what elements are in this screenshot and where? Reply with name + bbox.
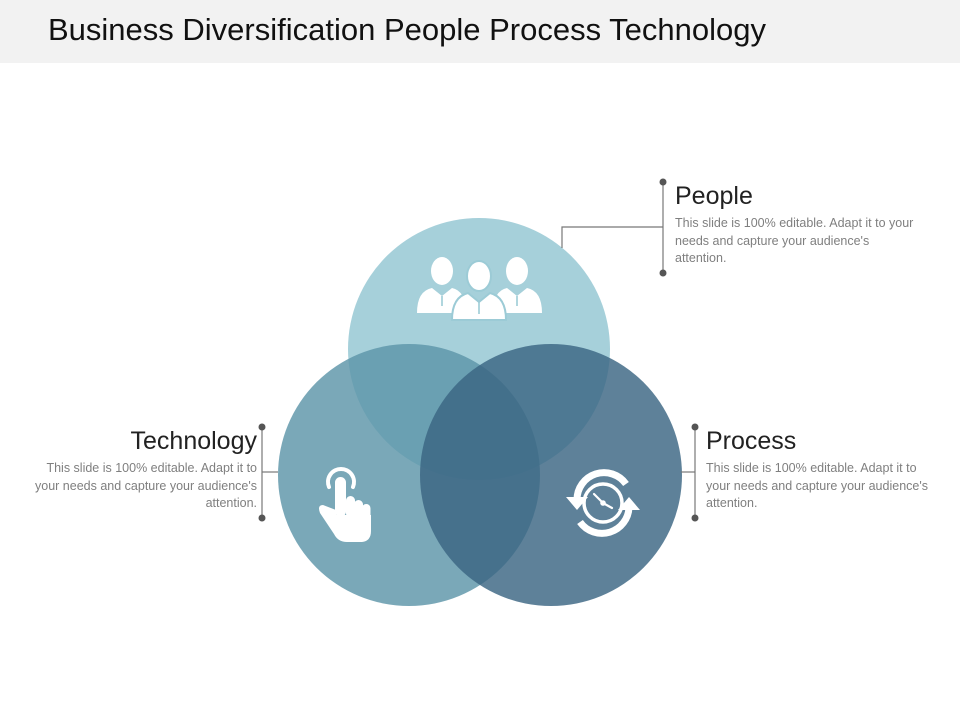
page-title: Business Diversification People Process … [48, 12, 766, 47]
people-text-block: People This slide is 100% editable. Adap… [675, 181, 915, 268]
process-text-block: Process This slide is 100% editable. Ada… [706, 426, 936, 513]
title-bar: Business Diversification People Process … [0, 0, 960, 63]
refresh-clock-icon [566, 469, 640, 537]
technology-connector-dot-top [258, 423, 266, 431]
process-connector [681, 427, 696, 518]
people-description: This slide is 100% editable. Adapt it to… [675, 216, 914, 265]
process-heading: Process [706, 427, 797, 455]
process-circle [420, 344, 682, 606]
people-connector [561, 182, 664, 273]
process-description: This slide is 100% editable. Adapt it to… [706, 461, 928, 510]
touch-hand-icon [319, 467, 371, 542]
people-heading: People [675, 182, 753, 210]
people-connector-dot-top [659, 178, 667, 186]
technology-description: This slide is 100% editable. Adapt it to… [35, 461, 257, 510]
technology-connector-dot-bottom [258, 514, 266, 522]
technology-text-block: Technology This slide is 100% editable. … [20, 426, 257, 513]
technology-connector [261, 427, 278, 518]
tie-marks [441, 296, 518, 314]
technology-heading: Technology [130, 427, 257, 455]
process-connector-dot-bottom [691, 514, 699, 522]
people-connector-dot-bottom [659, 269, 667, 277]
process-connector-dot-top [691, 423, 699, 431]
